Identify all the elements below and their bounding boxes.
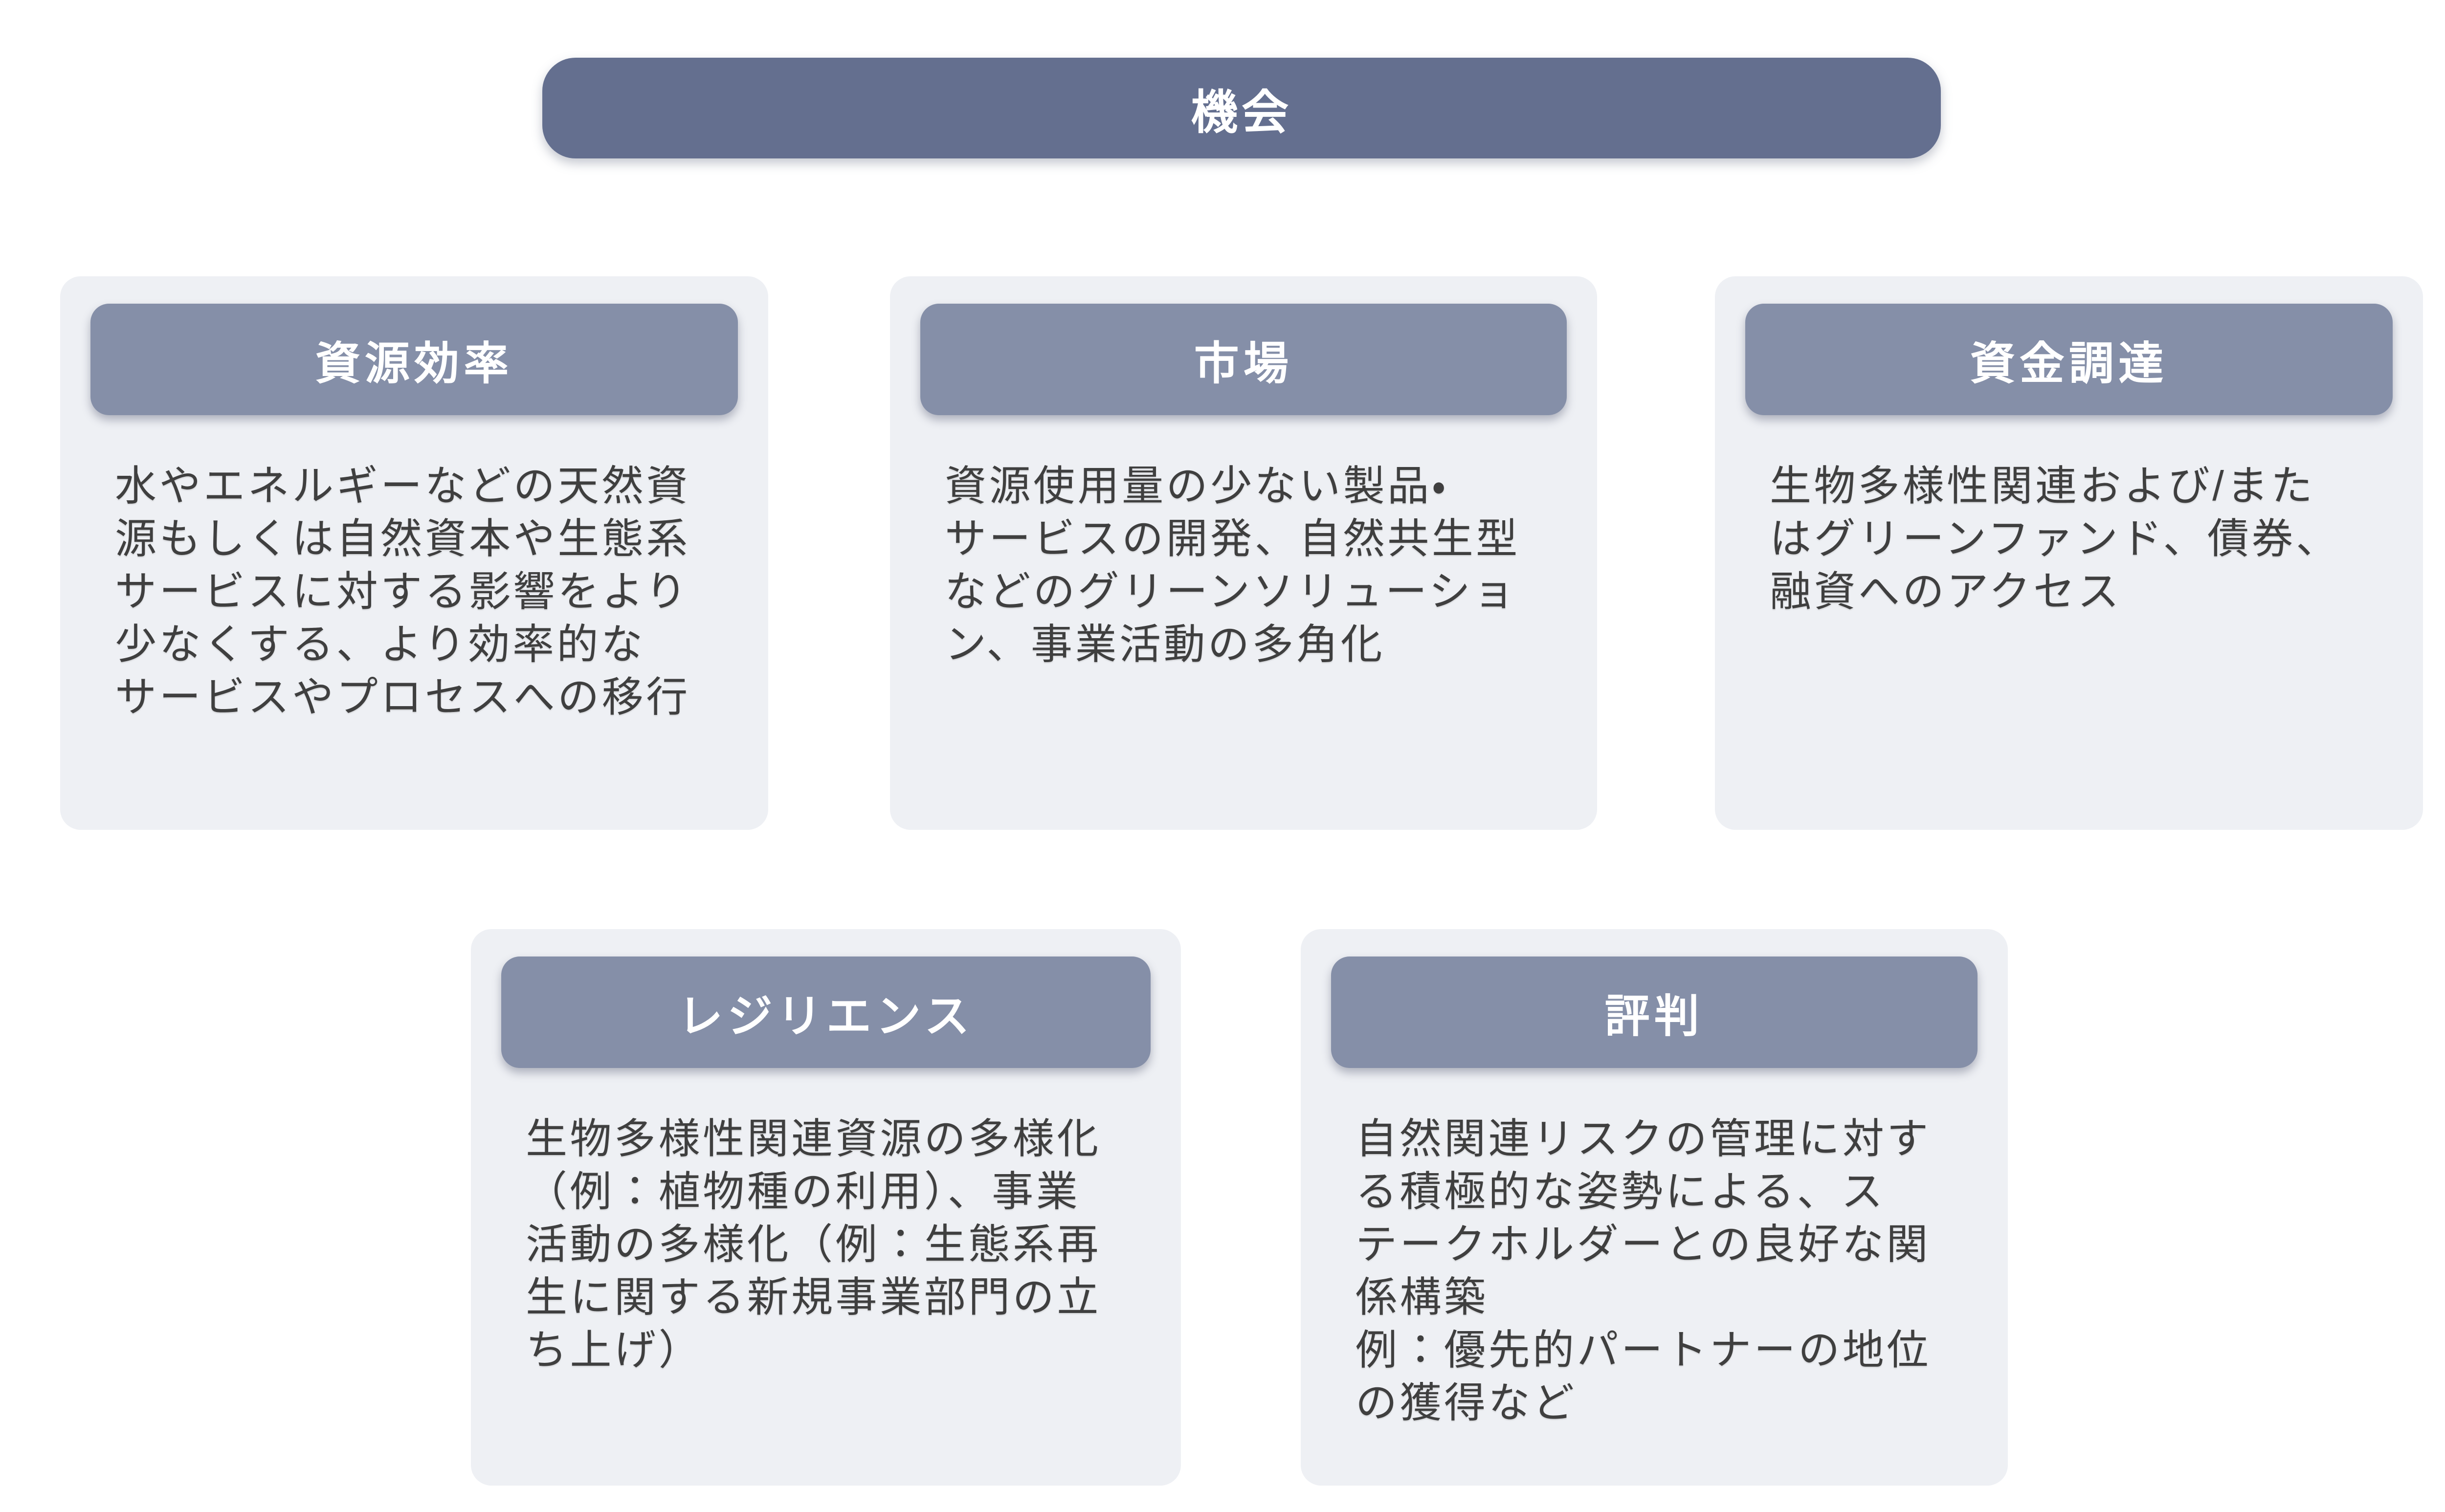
card-market-body: 資源使用量の少ない製品・ サービスの開発、自然共生型 などのグリーンソリューショ… bbox=[945, 463, 1520, 668]
card-reputation-header: 評判 bbox=[1331, 956, 1978, 1068]
card-resilience-body: 生物多様性関連資源の多様化 （例：植物種の利用）、事業 活動の多様化（例：生態系… bbox=[526, 1116, 1101, 1374]
card-market-header: 市場 bbox=[920, 304, 1567, 415]
title-banner: 機会 bbox=[542, 58, 1941, 158]
card-reputation-title: 評判 bbox=[1604, 991, 1704, 1042]
card-resilience: レジリエンス 生物多様性関連資源の多様化 （例：植物種の利用）、事業 活動の多様… bbox=[471, 929, 1181, 1486]
card-resource-efficiency-header: 資源効率 bbox=[90, 304, 738, 415]
card-reputation-body: 自然関連リスクの管理に対す る積極的な姿勢による、ス テークホルダーとの良好な関… bbox=[1356, 1116, 1931, 1426]
card-financing: 資金調達 生物多様性関連および/また はグリーンファンド、債券、 融資へのアクセ… bbox=[1715, 276, 2423, 830]
card-resource-efficiency-title: 資源効率 bbox=[315, 338, 513, 389]
card-reputation: 評判 自然関連リスクの管理に対す る積極的な姿勢による、ス テークホルダーとの良… bbox=[1301, 929, 2008, 1486]
card-market-title: 市場 bbox=[1194, 338, 1293, 389]
card-resilience-header: レジリエンス bbox=[501, 956, 1151, 1068]
diagram-title: 機会 bbox=[1191, 86, 1292, 139]
card-resource-efficiency-body: 水やエネルギーなどの天然資 源もしくは自然資本や生態系 サービスに対する影響をよ… bbox=[115, 463, 690, 721]
card-financing-header: 資金調達 bbox=[1745, 304, 2393, 415]
card-financing-body: 生物多様性関連および/また はグリーンファンド、債券、 融資へのアクセス bbox=[1770, 463, 2340, 615]
card-resilience-title: レジリエンス bbox=[678, 991, 974, 1042]
card-financing-title: 資金調達 bbox=[1970, 338, 2168, 389]
card-market: 市場 資源使用量の少ない製品・ サービスの開発、自然共生型 などのグリーンソリュ… bbox=[890, 276, 1597, 830]
card-resource-efficiency: 資源効率 水やエネルギーなどの天然資 源もしくは自然資本や生態系 サービスに対す… bbox=[60, 276, 768, 830]
